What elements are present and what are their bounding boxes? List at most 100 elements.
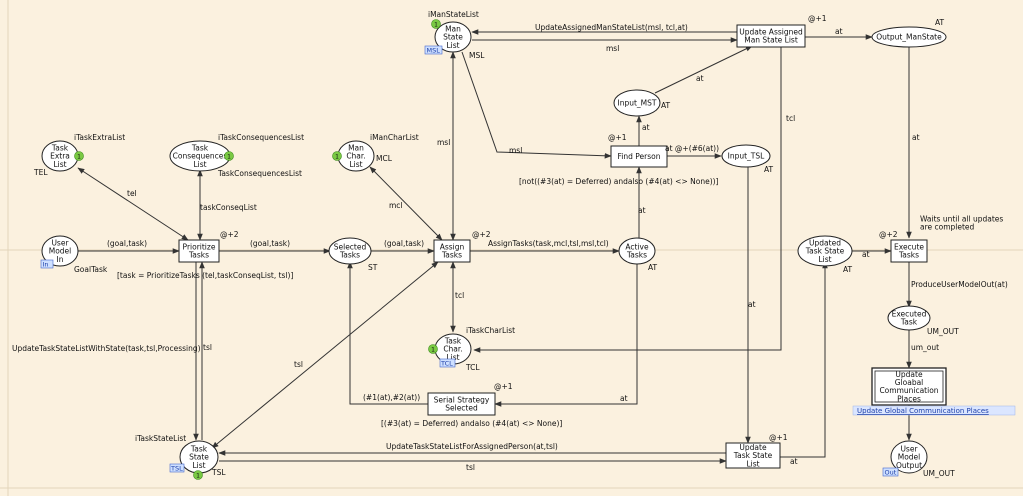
svg-text:iTaskConsequencesList: iTaskConsequencesList [218,133,304,142]
svg-text:UpdateTask StateList: UpdateTask StateList [733,443,773,468]
svg-text:@+1: @+1 [608,133,627,142]
svg-text:PrioritizeTasks: PrioritizeTasks [183,243,216,260]
arc-update-tsl-to-updated[interactable] [780,261,828,458]
svg-text:ST: ST [368,263,378,272]
svg-text:TaskStateList: TaskStateList [189,444,209,469]
svg-text:AT: AT [843,265,853,274]
svg-text:TCL: TCL [440,360,453,368]
svg-text:@+1: @+1 [494,382,513,391]
svg-text:AssignTasks: AssignTasks [440,243,465,260]
svg-text:at: at [696,74,704,83]
svg-text:GoalTask: GoalTask [74,265,108,274]
svg-text:@+1: @+1 [769,433,788,442]
svg-text:TCL: TCL [465,363,480,372]
svg-text:(goal,task): (goal,task) [384,239,424,248]
arc-mcl-assign[interactable] [369,166,443,241]
svg-text:(goal,task): (goal,task) [107,239,147,248]
svg-text:UpdateTaskStateListForAssigned: UpdateTaskStateListForAssignedPerson(at,… [386,442,558,451]
place-input-tsl[interactable]: Input_TSL AT [721,144,774,174]
svg-text:[task = PrioritizeTasks (tel,t: [task = PrioritizeTasks (tel,taskConseqL… [117,271,293,280]
svg-text:TaskExtraList: TaskExtraList [50,143,70,168]
svg-text:@+2: @+2 [220,230,239,239]
svg-text:tcl: tcl [455,291,464,300]
transition-find-person[interactable]: Find Person @+1 [608,133,668,168]
svg-text:AT: AT [935,18,945,27]
svg-text:at: at [835,27,843,36]
svg-text:Output_ManState: Output_ManState [876,33,942,42]
svg-text:UM_OUT: UM_OUT [923,469,955,478]
svg-text:@+1: @+1 [808,14,827,23]
svg-text:UpdateAssignedManStateList(msl: UpdateAssignedManStateList(msl, tcl,at) [535,23,688,32]
subpage-link[interactable]: Update Global Communication Places [857,407,989,415]
svg-text:Input_MST: Input_MST [618,99,657,108]
svg-text:iTaskStateList: iTaskStateList [135,434,186,443]
arc-taskchar-to-update[interactable] [473,47,782,353]
arc-selected-to-serial[interactable] [347,261,428,405]
svg-text:Update AssignedMan State List: Update AssignedMan State List [739,28,803,45]
svg-text:AT: AT [648,263,658,272]
svg-text:MCL: MCL [376,154,393,163]
svg-text:AT: AT [661,101,671,110]
arc-assign-tsl[interactable] [211,261,439,449]
svg-text:MSL: MSL [427,47,441,55]
svg-text:at: at [790,457,798,466]
svg-text:tsl: tsl [466,463,475,472]
svg-text:at @+(#6(at)): at @+(#6(at)) [665,144,719,153]
svg-text:AssignTasks(task,mcl,tsl,msl,t: AssignTasks(task,mcl,tsl,msl,tcl) [488,239,609,248]
svg-text:1: 1 [196,473,200,480]
arc-msl-to-findperson[interactable] [461,51,612,159]
arc-tel-prioritize[interactable] [77,167,189,241]
svg-text:ManChar.List: ManChar.List [346,143,365,168]
svg-text:at: at [642,123,650,132]
place-input-mst[interactable]: Input_MST AT [613,89,671,117]
svg-text:AT: AT [764,165,774,174]
svg-text:ProduceUserModelOut(at): ProduceUserModelOut(at) [911,280,1008,289]
svg-text:um_out: um_out [911,343,939,352]
arc-active-to-serial[interactable] [494,262,638,407]
svg-text:iTaskCharList: iTaskCharList [466,326,515,335]
svg-text:iTaskExtraList: iTaskExtraList [74,133,125,142]
svg-text:Find Person: Find Person [618,152,661,161]
svg-text:1: 1 [434,22,438,29]
svg-text:[(#3(at) = Deferred) andalso (: [(#3(at) = Deferred) andalso (#4(at) <> … [381,419,562,428]
svg-text:1: 1 [77,154,81,161]
svg-text:UpdateTaskStateListWithState(t: UpdateTaskStateListWithState(task,tsl,Pr… [12,344,201,353]
svg-text:Out: Out [885,469,897,477]
svg-text:1: 1 [431,347,435,354]
place-output-manstate[interactable]: Output_ManState AT [871,18,947,48]
svg-text:Input_TSL: Input_TSL [728,152,766,161]
svg-text:In: In [43,261,49,269]
svg-text:tcl: tcl [786,114,795,123]
svg-text:at: at [620,394,628,403]
svg-text:@+2: @+2 [472,230,491,239]
svg-text:MSL: MSL [469,51,485,60]
svg-text:TaskConsequencesList: TaskConsequencesList [217,169,302,178]
arc-input-mst-to-update[interactable] [654,45,753,94]
